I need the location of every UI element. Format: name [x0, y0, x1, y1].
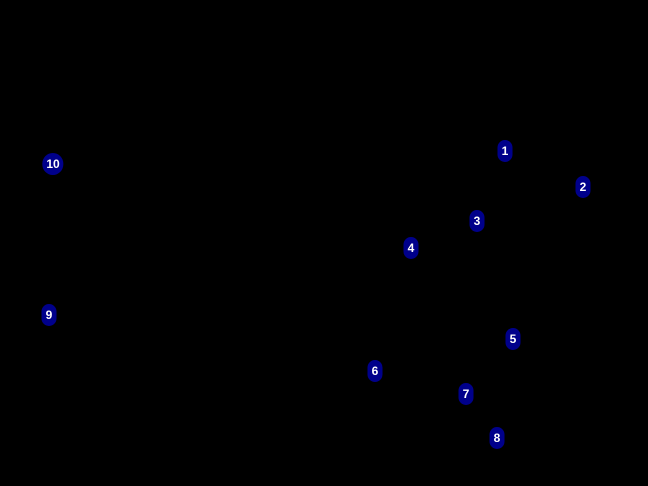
som-marker-1[interactable]: 1: [497, 140, 513, 162]
som-marker-10[interactable]: 10: [42, 153, 64, 175]
som-marker-6[interactable]: 6: [367, 360, 383, 382]
som-marker-4[interactable]: 4: [403, 237, 419, 259]
som-marker-9[interactable]: 9: [41, 304, 57, 326]
som-marker-3[interactable]: 3: [469, 210, 485, 232]
som-marker-5[interactable]: 5: [505, 328, 521, 350]
som-marker-7[interactable]: 7: [458, 383, 474, 405]
som-marker-8[interactable]: 8: [489, 427, 505, 449]
som-marker-2[interactable]: 2: [575, 176, 591, 198]
